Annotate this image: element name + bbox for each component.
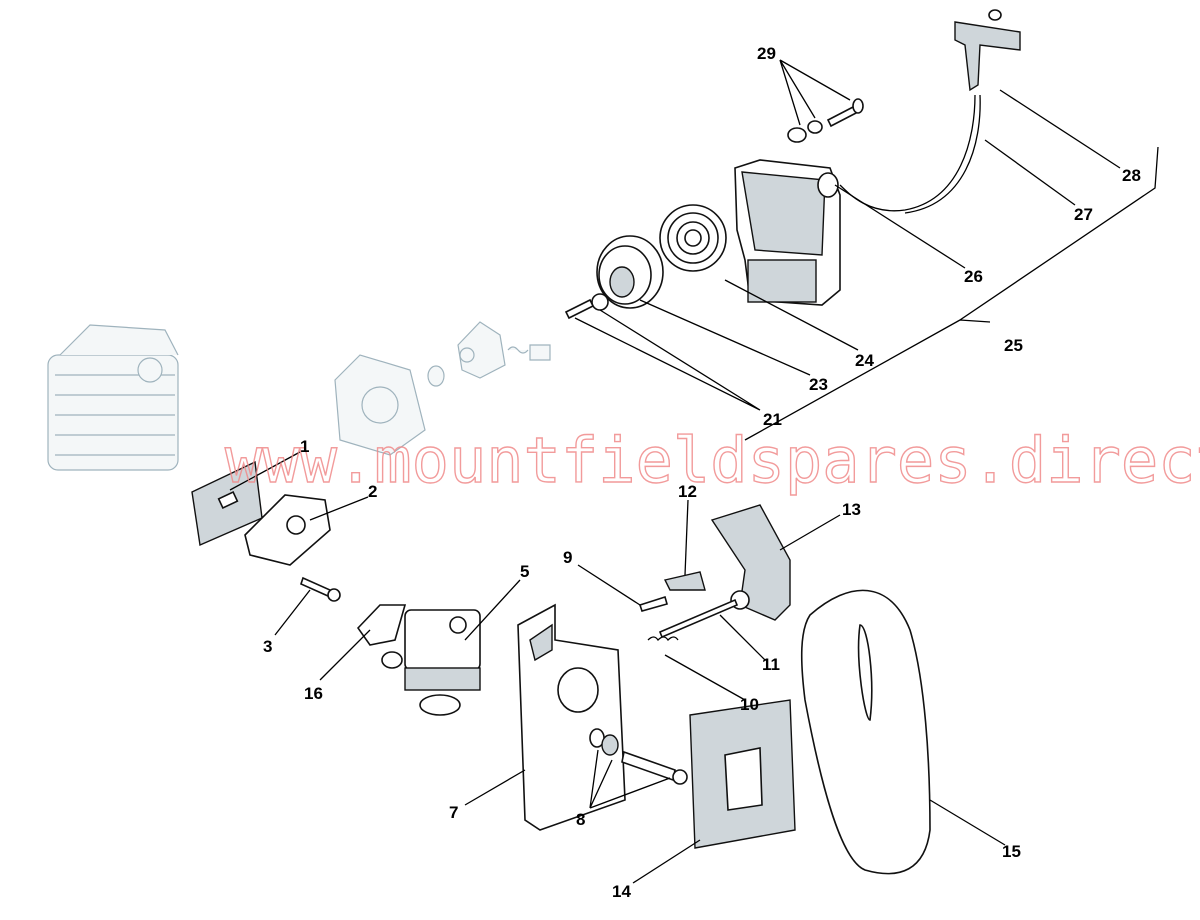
callout-26: 26 xyxy=(964,267,983,286)
callout-21: 21 xyxy=(763,410,782,429)
callout-10: 10 xyxy=(740,695,759,714)
callout-27: 27 xyxy=(1074,205,1093,224)
watermark: www.mountfieldspares.direct xyxy=(225,424,1200,497)
callout-13: 13 xyxy=(842,500,861,519)
callout-23: 23 xyxy=(809,375,828,394)
screws-washers-29 xyxy=(787,98,864,143)
spring-24 xyxy=(659,204,727,272)
crankcase-ghost xyxy=(334,321,551,456)
callout-11: 11 xyxy=(762,655,780,674)
pin-11 xyxy=(658,598,739,639)
carburettor-5 xyxy=(381,609,481,716)
starter-housing-26 xyxy=(734,159,841,306)
screw-washer-21 xyxy=(564,293,609,320)
callout-7: 7 xyxy=(449,803,458,822)
washers-8 xyxy=(589,728,688,785)
callout-12: 12 xyxy=(678,482,697,501)
callout-1: 1 xyxy=(300,437,309,456)
callout-24: 24 xyxy=(855,351,874,370)
starter-handle-28 xyxy=(839,9,1021,214)
callout-14: 14 xyxy=(612,882,631,901)
filter-14 xyxy=(689,699,796,849)
callout-8: 8 xyxy=(576,810,585,829)
callout-5: 5 xyxy=(520,562,529,581)
leader-lines xyxy=(229,59,1159,884)
screw-9 xyxy=(638,595,668,612)
air-filter-housing-7 xyxy=(517,603,626,831)
callout-25: 25 xyxy=(1004,336,1023,355)
cylinder-ghost xyxy=(47,324,179,471)
callout-28: 28 xyxy=(1122,166,1141,185)
insulator-2 xyxy=(244,494,331,566)
pulley-23 xyxy=(596,235,664,309)
clip-12 xyxy=(663,571,706,591)
screw-3 xyxy=(300,576,341,602)
callout-2: 2 xyxy=(368,482,377,501)
callout-3: 3 xyxy=(263,637,272,656)
callout-9: 9 xyxy=(563,548,572,567)
gasket-16 xyxy=(356,604,407,646)
callout-29: 29 xyxy=(757,44,776,63)
lever-13 xyxy=(710,504,791,621)
callout-16: 16 xyxy=(304,684,323,703)
spring-10 xyxy=(647,636,679,642)
cover-15 xyxy=(800,589,931,875)
callout-15: 15 xyxy=(1002,842,1021,861)
